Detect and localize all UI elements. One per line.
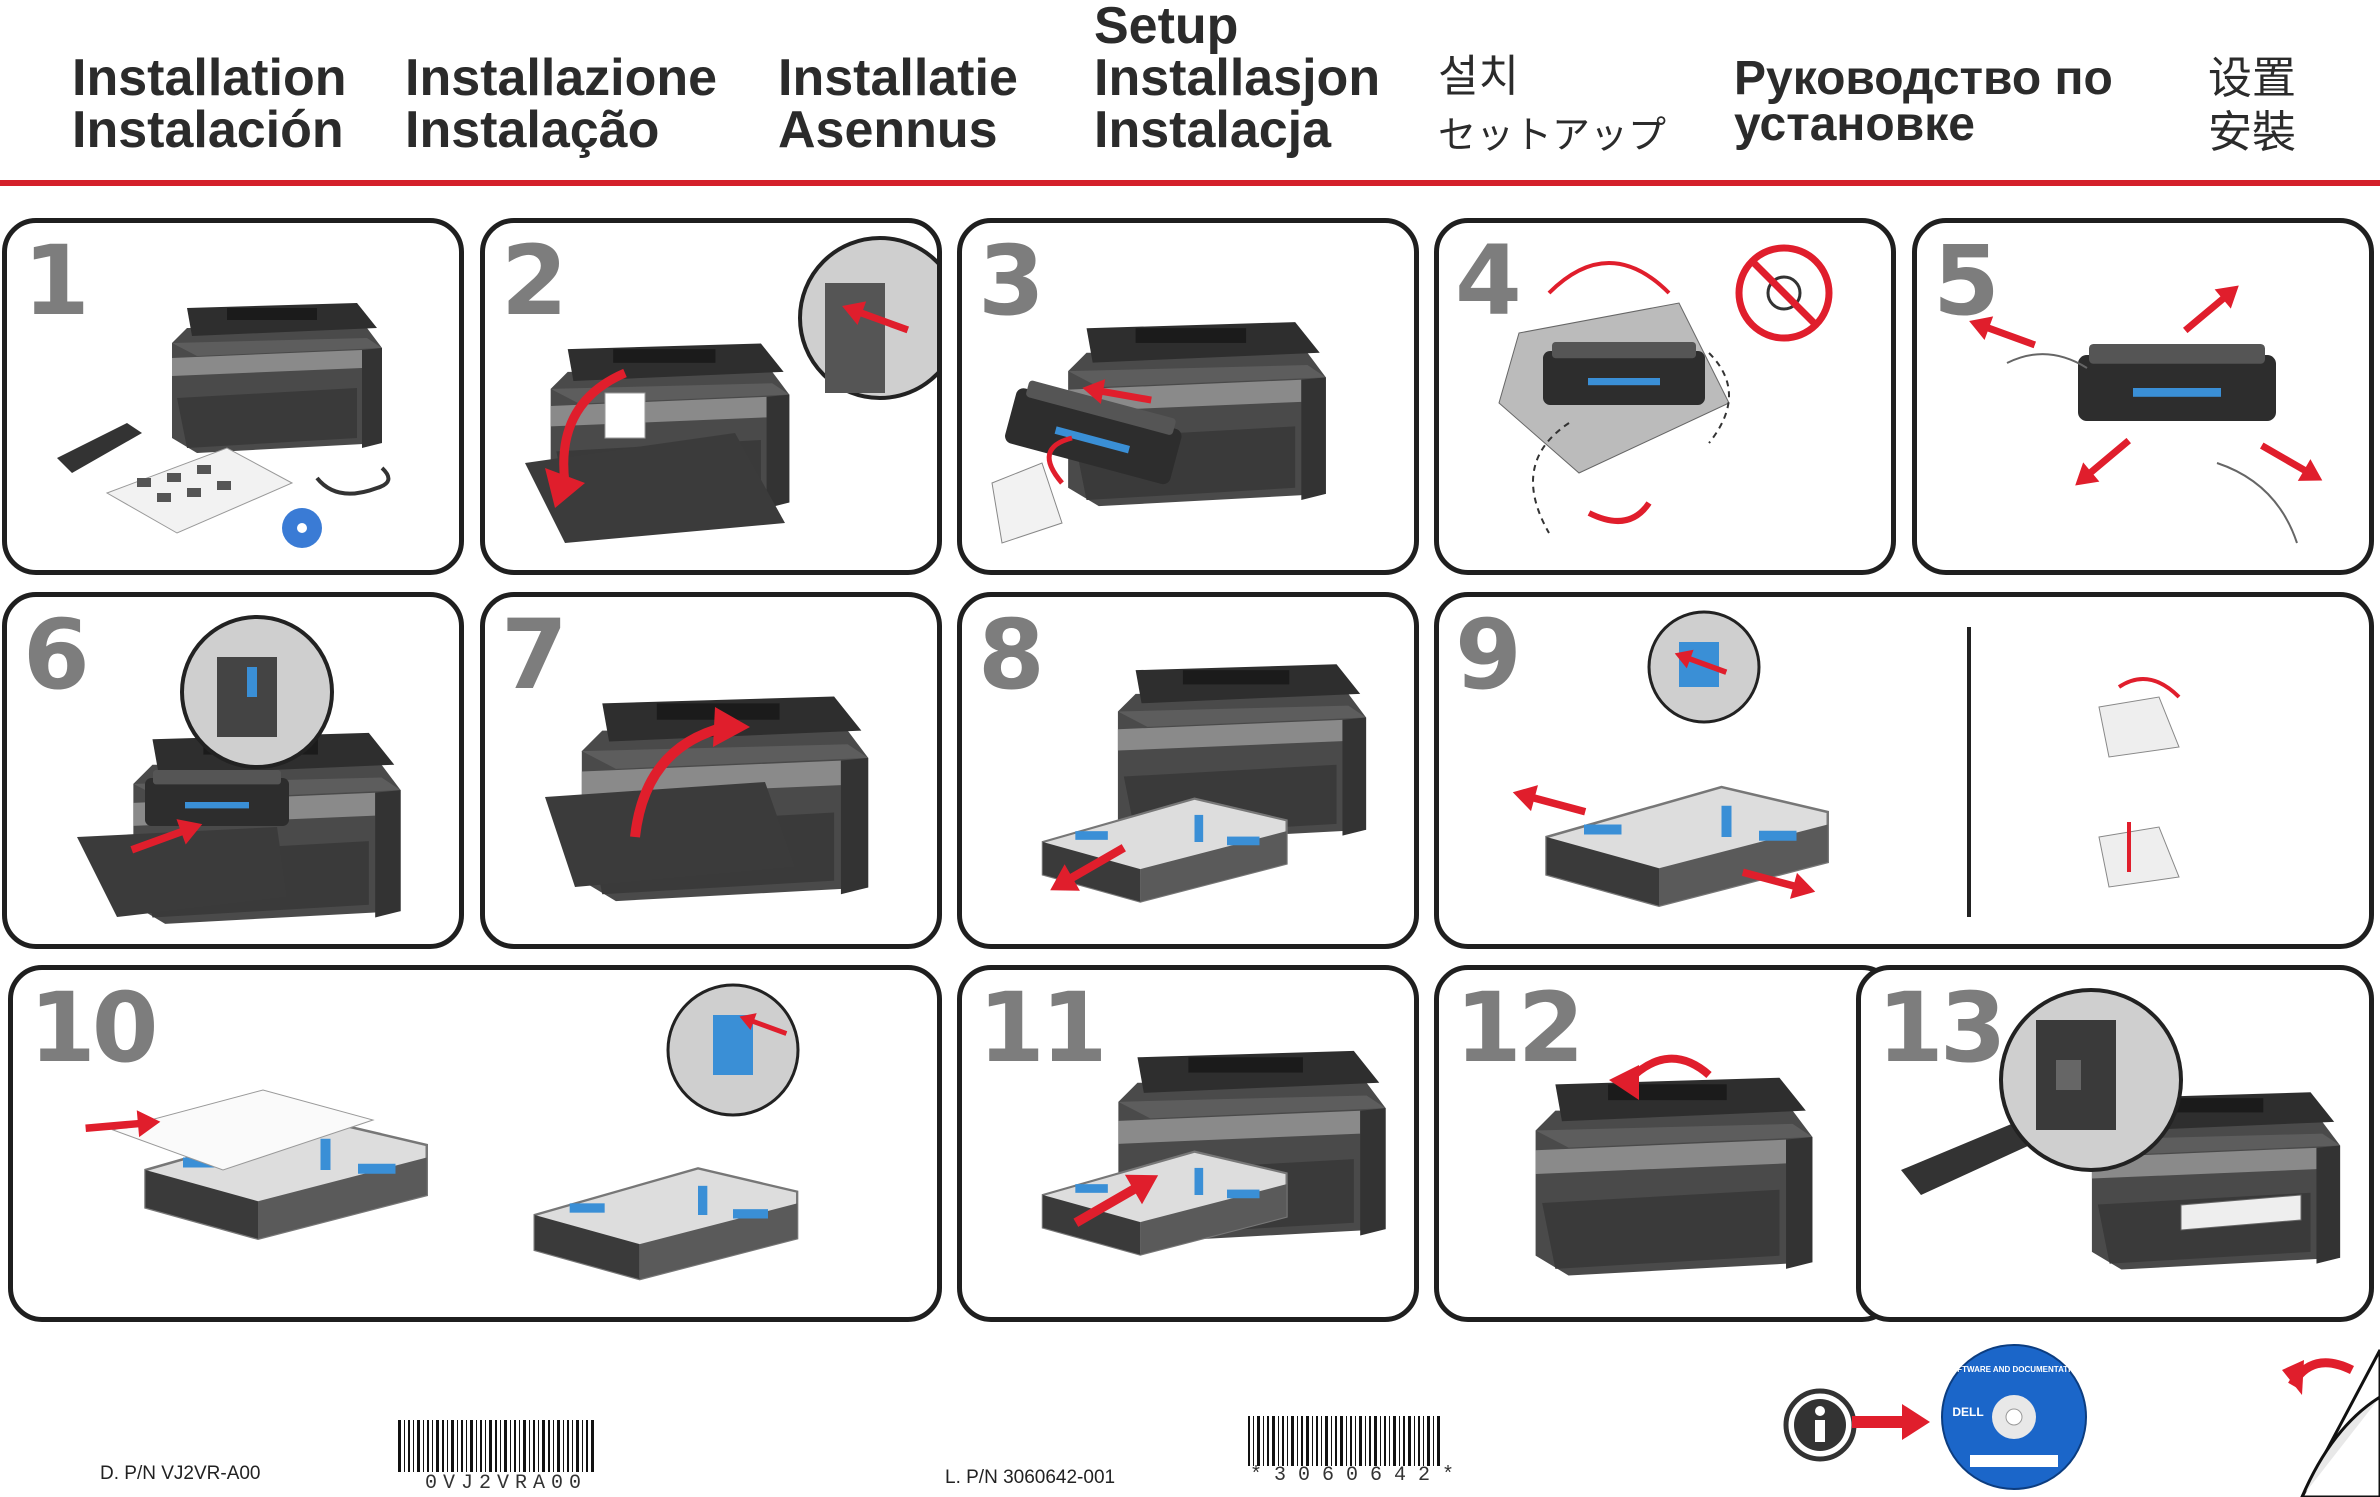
step-number: 5 <box>1933 225 2000 337</box>
title-ru: Руководство по установке <box>1734 52 2113 151</box>
title-line: установке <box>1734 98 1975 151</box>
lexmark-barcode <box>1248 1416 1440 1466</box>
title-line: Installatie <box>778 49 1018 107</box>
step-number: 1 <box>23 225 90 337</box>
extend-paper-stop-illustration <box>1535 1054 1813 1276</box>
step-12-panel: 12 <box>1434 965 1896 1322</box>
remove-packaging-illustration <box>991 322 1326 544</box>
title-line: Installation <box>72 49 347 107</box>
header-divider <box>0 180 2380 186</box>
step-number: 7 <box>501 599 568 711</box>
title-line: 설치 <box>1438 51 1519 102</box>
step-number: 6 <box>23 599 90 711</box>
title-line: Installasjon <box>1094 49 1381 107</box>
title-line: Instalación <box>72 101 344 159</box>
title-en-es: Installation Instalación <box>72 52 346 156</box>
step-number: 13 <box>1877 972 2007 1084</box>
step-6-panel: 6 <box>2 592 464 949</box>
title-nl-fi: Installatie Asennus <box>778 52 1018 156</box>
unpack-cartridge-illustration <box>1498 244 1833 534</box>
title-line: Instalacja <box>1094 101 1332 159</box>
step-number: 11 <box>978 972 1108 1084</box>
step-number: 10 <box>29 972 159 1084</box>
step-number: 4 <box>1455 225 1522 337</box>
step-10-panel: 10 <box>8 965 942 1322</box>
connect-cable-illustration <box>1901 988 2341 1270</box>
title-line: 安裝 <box>2208 107 2296 158</box>
step-8-panel: 8 <box>957 592 1419 949</box>
cd-brand: DELL <box>1952 1405 1984 1419</box>
load-paper-illustration <box>84 983 800 1281</box>
page-curl-icon[interactable] <box>2262 1330 2380 1497</box>
step-11-panel: 11 <box>957 965 1419 1322</box>
dell-barcode-text: 0VJ2VRA00 <box>425 1472 588 1495</box>
title-line: Руководство по <box>1734 52 2113 105</box>
cd-icon: SOFTWARE AND DOCUMENTATION DELL <box>1940 1343 2088 1491</box>
step-9-panel: 9 <box>1434 592 2374 949</box>
arrow-right-icon <box>1852 1404 1930 1440</box>
title-line: Instalação <box>405 101 660 159</box>
step-number: 2 <box>501 225 568 337</box>
title-line: 设置 <box>2208 53 2296 104</box>
title-line: Installazione <box>405 49 718 107</box>
lexmark-barcode-text: *3060642* <box>1250 1464 1467 1487</box>
step-number: 8 <box>978 599 1045 711</box>
title-line: Setup <box>1094 0 1239 55</box>
title-zh: 设置 安裝 <box>2208 52 2296 160</box>
title-setup-no-pl: Setup Installasjon Instalacja <box>1094 0 1380 156</box>
title-line: Asennus <box>778 101 998 159</box>
open-front-door-illustration <box>525 236 937 543</box>
lexmark-part-number: L. P/N 3060642-001 <box>945 1467 1116 1488</box>
step-number: 3 <box>978 225 1045 337</box>
title-it-pt: Installazione Instalação <box>405 52 717 156</box>
dell-part-number: D. P/N VJ2VR-A00 <box>100 1463 261 1484</box>
step-number: 12 <box>1455 972 1585 1084</box>
step-13-panel: 13 <box>1856 965 2374 1322</box>
header: Installation Instalación Installazione I… <box>0 0 2380 185</box>
adjust-guides-illustration <box>1509 610 2181 917</box>
cd-title: SOFTWARE AND DOCUMENTATION <box>1945 1365 2083 1374</box>
step-number: 9 <box>1455 599 1522 711</box>
title-ko-ja: 설치 セットアップ <box>1438 48 1666 164</box>
step-4-panel: 4 <box>1434 218 1896 575</box>
step-5-panel: 5 <box>1912 218 2374 575</box>
insert-tray-illustration <box>1041 1050 1386 1256</box>
unbox-illustration <box>57 303 391 548</box>
insert-cartridge-illustration <box>77 615 401 924</box>
dell-barcode <box>398 1420 594 1472</box>
pull-out-tray-illustration <box>1041 664 1367 904</box>
shake-cartridge-illustration <box>1964 275 2329 544</box>
title-line: セットアップ <box>1438 113 1667 157</box>
close-front-door-illustration <box>545 696 869 902</box>
step-3-panel: 3 <box>957 218 1419 575</box>
step-2-panel: 2 <box>480 218 942 575</box>
step-1-panel: 1 <box>2 218 464 575</box>
step-7-panel: 7 <box>480 592 942 949</box>
info-icon <box>1783 1388 1857 1462</box>
